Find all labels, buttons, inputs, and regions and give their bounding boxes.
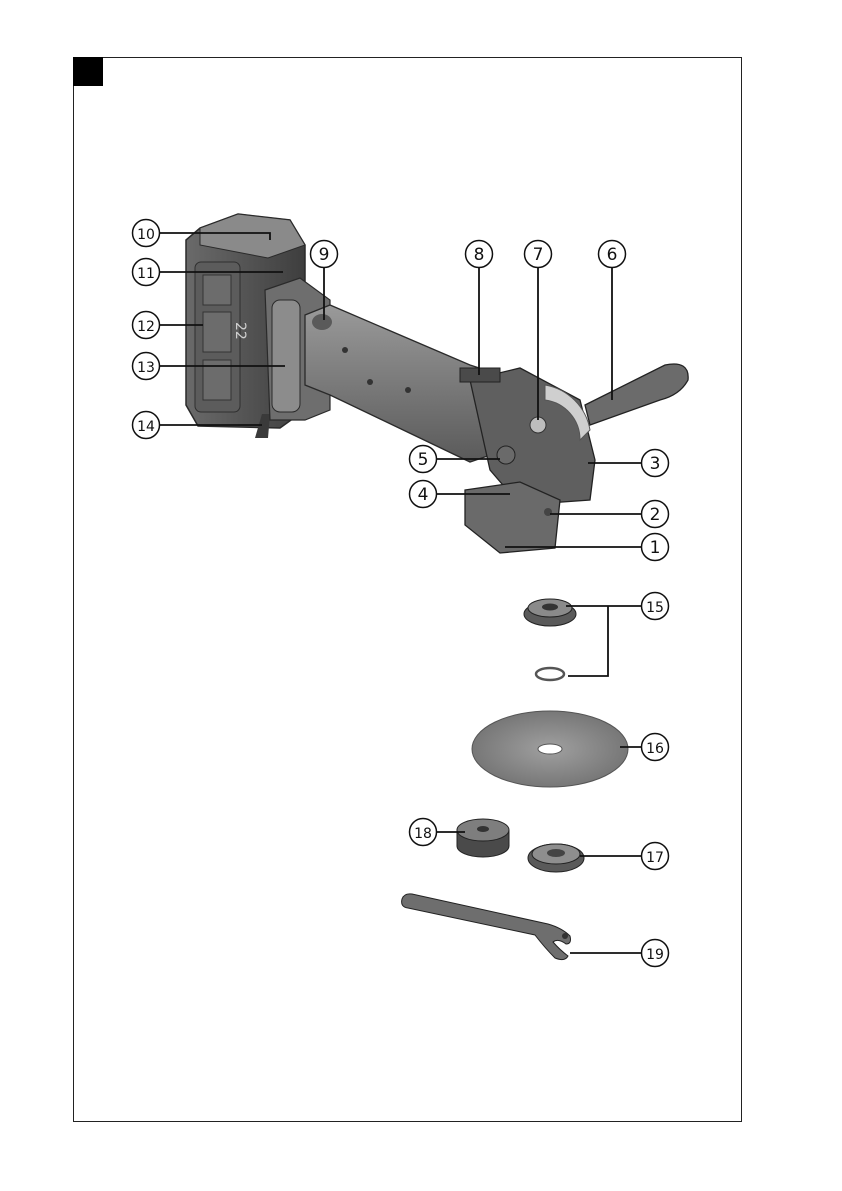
callout-1-label: 1 <box>650 538 661 558</box>
callout-1: 1 <box>642 534 669 561</box>
callout-6: 6 <box>599 241 626 268</box>
callout-13-label: 13 <box>137 360 155 376</box>
callout-15: 15 <box>642 593 669 620</box>
callout-13: 13 <box>133 353 160 380</box>
callout-7-label: 7 <box>533 245 544 265</box>
callout-5-label: 5 <box>418 450 429 470</box>
callout-8-label: 8 <box>474 245 485 265</box>
callout-9-label: 9 <box>319 245 330 265</box>
callout-7: 7 <box>525 241 552 268</box>
quick-clamping-nut <box>457 819 509 857</box>
callout-2-label: 2 <box>650 505 661 525</box>
speed-dial <box>497 446 515 464</box>
callout-10-label: 10 <box>137 227 155 243</box>
callout-5: 5 <box>410 446 437 473</box>
callout-19-label: 19 <box>646 947 664 963</box>
power-switch <box>312 314 332 330</box>
callout-18-label: 18 <box>414 826 432 842</box>
callout-4-label: 4 <box>418 485 429 505</box>
callout-16-label: 16 <box>646 741 664 757</box>
lock-on-switch <box>460 368 500 382</box>
callout-3-label: 3 <box>650 454 661 474</box>
callout-18: 18 <box>410 819 437 846</box>
two-pin-spanner <box>402 894 571 960</box>
callout-12: 12 <box>133 312 160 339</box>
callout-17: 17 <box>642 843 669 870</box>
battery-release-panel <box>272 300 300 412</box>
clamping-nut <box>528 844 584 872</box>
callout-4: 4 <box>410 481 437 508</box>
o-ring <box>536 668 564 680</box>
callout-17-label: 17 <box>646 850 664 866</box>
callout-14: 14 <box>133 412 160 439</box>
side-handle <box>585 364 688 425</box>
battery-marking: 22 <box>232 322 248 340</box>
callout-2: 2 <box>642 501 669 528</box>
callout-11-label: 11 <box>137 266 155 282</box>
callout-12-label: 12 <box>137 319 155 335</box>
grinding-disc <box>472 711 628 787</box>
callout-3: 3 <box>642 450 669 477</box>
callout-15-label: 15 <box>646 600 664 616</box>
callout-9: 9 <box>311 241 338 268</box>
callout-10: 10 <box>133 220 160 247</box>
callout-19: 19 <box>642 940 669 967</box>
callout-11: 11 <box>133 259 160 286</box>
callout-16: 16 <box>642 734 669 761</box>
support-flange <box>524 599 576 626</box>
callout-6-label: 6 <box>607 245 618 265</box>
callout-8: 8 <box>466 241 493 268</box>
callout-14-label: 14 <box>137 419 155 435</box>
